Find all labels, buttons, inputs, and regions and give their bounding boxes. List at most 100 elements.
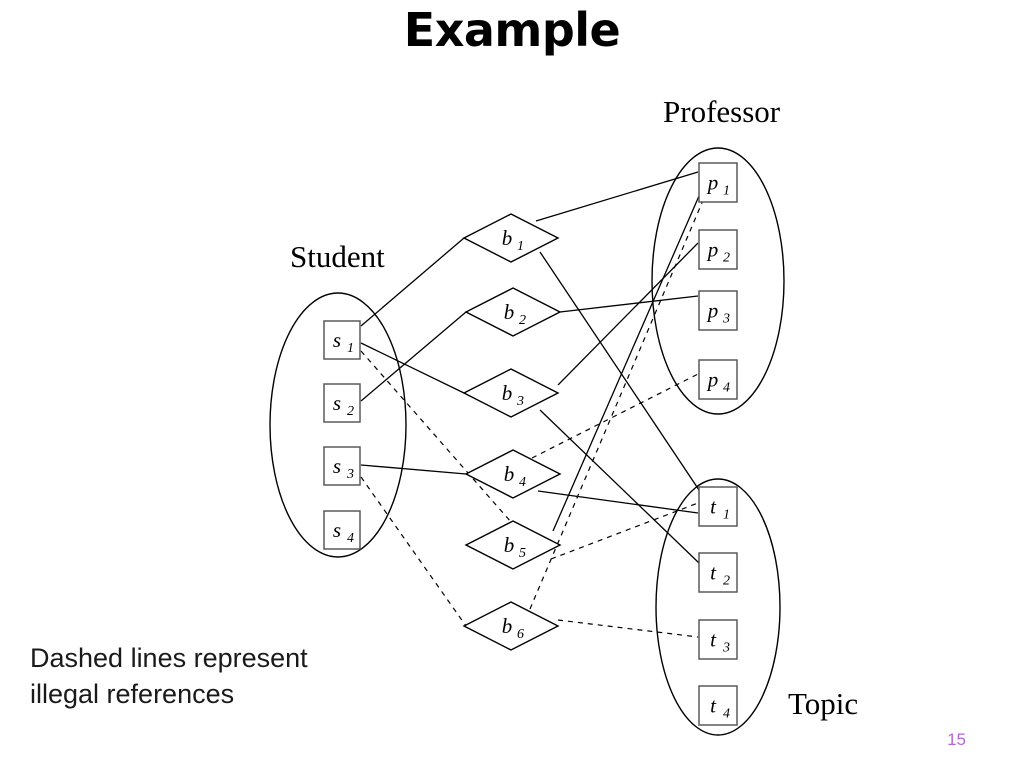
relation-label-b6: b	[502, 614, 513, 638]
relation-label-b4: b	[504, 462, 515, 486]
entity-ellipse-student	[269, 292, 407, 558]
node-subscript-t3: 3	[722, 641, 730, 656]
node-label-p2: p	[706, 238, 719, 262]
entity-ellipse-topic	[655, 478, 781, 736]
relation-subscript-b1: 1	[517, 239, 524, 254]
edge-b3-t2	[539, 409, 700, 564]
edge-b5-p1	[552, 195, 700, 532]
illegal-edge-b6-p1	[529, 197, 705, 610]
node-label-s2: s	[333, 391, 341, 415]
node-label-s3: s	[333, 454, 341, 478]
entity-label-student: Student	[290, 239, 385, 274]
node-box-p1	[698, 162, 738, 203]
illegal-edge-s3-b6	[360, 476, 467, 627]
node-label-t1: t	[710, 495, 717, 519]
illegal-edge-b5-t1	[550, 502, 699, 560]
node-subscript-t4: 4	[723, 707, 730, 722]
node-subscript-p1: 1	[723, 184, 730, 199]
node-label-s4: s	[333, 518, 341, 542]
relation-diamond-b2	[464, 287, 562, 337]
node-subscript-p2: 2	[723, 251, 730, 266]
node-subscript-s1: 1	[347, 341, 354, 356]
node-box-p4	[698, 359, 738, 400]
legend-caption: Dashed lines represent illegal reference…	[30, 643, 308, 709]
illegal-edge-b6-t3	[557, 619, 699, 638]
edge-s1-b3	[360, 342, 465, 394]
node-subscript-t2: 2	[723, 574, 730, 589]
page-number: 15	[947, 730, 966, 749]
illegal-edge-s1-b5	[360, 350, 512, 523]
node-subscript-s3: 3	[346, 467, 354, 482]
node-box-t3	[698, 619, 738, 660]
node-subscript-s2: 2	[347, 404, 354, 419]
node-subscript-s4: 4	[347, 531, 354, 546]
relation-subscript-b3: 3	[516, 394, 524, 409]
edge-s1-b1	[360, 237, 465, 327]
node-box-t1	[698, 486, 738, 527]
edge-b1-t1	[539, 251, 700, 491]
relation-subscript-b2: 2	[519, 313, 526, 328]
node-subscript-p4: 4	[723, 381, 730, 396]
entity-ellipses-layer	[269, 147, 785, 736]
node-label-s1: s	[333, 328, 341, 352]
relation-diamond-b5	[464, 520, 562, 570]
node-label-t3: t	[710, 628, 717, 652]
relation-label-b5: b	[504, 533, 515, 557]
illegal-edge-b4-p4	[531, 372, 701, 459]
relation-label-b2: b	[504, 300, 515, 324]
node-subscript-t1: 1	[723, 508, 730, 523]
edge-s3-b4	[360, 464, 467, 475]
edges-solid-layer	[360, 171, 700, 564]
node-label-p3: p	[706, 299, 719, 323]
entity-ellipse-professor	[651, 147, 785, 415]
relation-diamond-b1	[462, 213, 560, 263]
edge-b4-t1	[537, 490, 699, 514]
relation-subscript-b4: 4	[519, 475, 526, 490]
node-box-p3	[698, 290, 738, 331]
relation-subscript-b5: 5	[519, 546, 526, 561]
entity-label-topic: Topic	[788, 686, 858, 721]
page-title: Example	[403, 3, 621, 57]
node-label-t4: t	[710, 694, 717, 718]
relation-label-b3: b	[502, 381, 513, 405]
node-box-t2	[698, 552, 738, 593]
edge-b1-p1	[535, 171, 699, 222]
edge-s2-b2	[360, 311, 467, 402]
relation-diamond-b3	[462, 368, 560, 418]
edge-b2-p3	[559, 295, 699, 313]
relation-diamond-b6	[462, 601, 560, 651]
edges-dashed-layer	[360, 197, 705, 638]
node-label-t2: t	[710, 561, 717, 585]
node-box-t4	[698, 685, 738, 726]
entity-label-professor: Professor	[663, 94, 781, 129]
node-label-p4: p	[706, 368, 719, 392]
node-box-s4	[323, 510, 361, 550]
node-box-s1	[323, 320, 361, 360]
relation-subscript-b6: 6	[517, 627, 524, 642]
relation-diamond-b4	[464, 449, 562, 499]
node-box-s2	[323, 383, 361, 423]
node-subscript-p3: 3	[722, 312, 730, 327]
node-box-p2	[698, 229, 738, 270]
edge-b3-p2	[557, 242, 699, 386]
